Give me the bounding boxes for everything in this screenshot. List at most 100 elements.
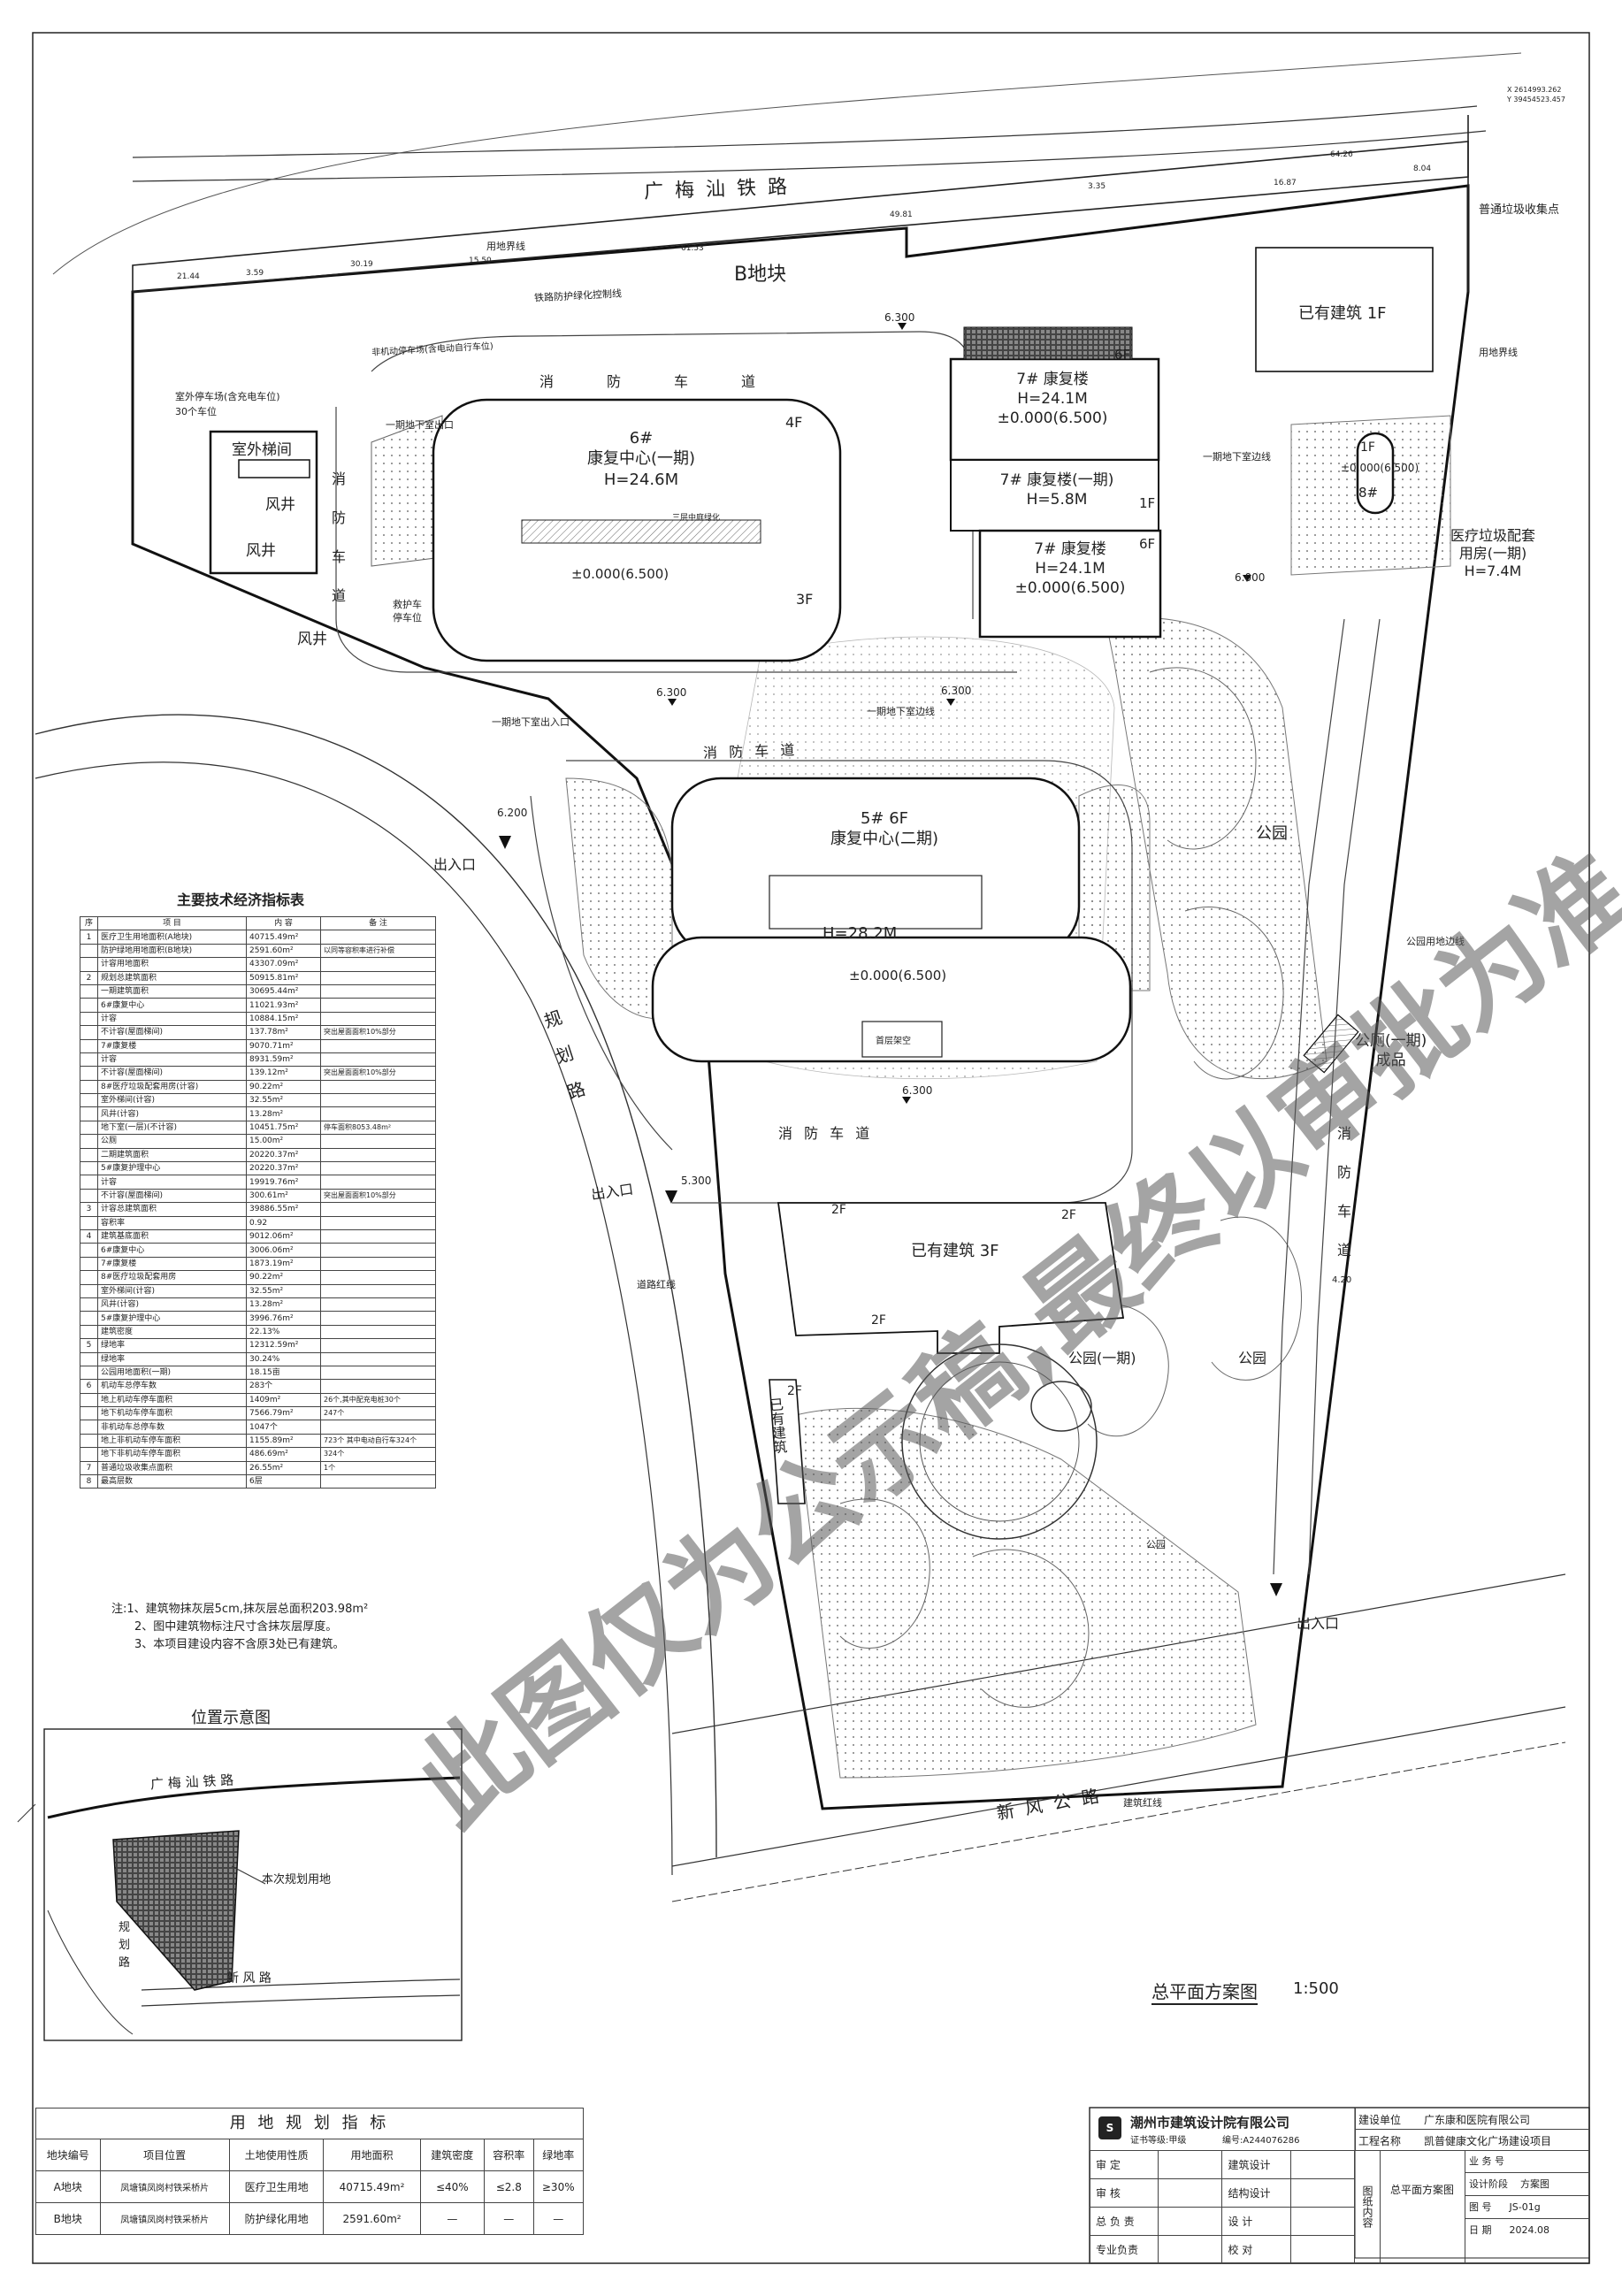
park-circle: [901, 1343, 1098, 1540]
location-site-area: [112, 1830, 240, 1991]
tech-table-title: 主要技术经济指标表: [177, 892, 305, 908]
project-name: 凯普健康文化广场建设项目: [1424, 2135, 1552, 2147]
tech-table-row: 8#医疗垃圾配套用房(计容)90.22m²: [80, 1079, 436, 1095]
tech-table-header-cell: 序: [80, 915, 98, 931]
existing-north-label: 已有建筑 1F: [1298, 304, 1387, 323]
wind-well-label-1: 风井: [265, 496, 295, 514]
tech-table-header-cell: 内 容: [246, 915, 321, 931]
signature-row: 专业负责校 对: [1089, 2235, 1356, 2264]
fire-lane-label-west: 消防车道: [332, 471, 347, 604]
existing-building-center: [777, 1202, 1125, 1354]
existing-building-north: [1255, 247, 1434, 372]
railway-curve: [52, 52, 1522, 275]
wind-well-label-2: 风井: [246, 542, 276, 560]
entry-marker-2: [665, 1190, 677, 1204]
building-8-desc: 医疗垃圾配套 用房(一期) H=7.4M: [1450, 527, 1536, 579]
drawing-title: 总平面方案图: [1151, 1978, 1258, 2005]
south-park-landscape: [795, 1407, 1257, 1779]
title-block: S 潮州市建筑设计院有限公司 证书等级:甲级 编号:A244076286 建设单…: [1089, 2108, 1590, 2264]
tech-table-row: 室外梯间(计容)32.55m²: [80, 1093, 436, 1108]
signature-row: 总 负 责设 计: [1089, 2207, 1356, 2236]
building-5-elevation: ±0.000(6.500): [849, 968, 947, 983]
railway-line-1: [132, 105, 1478, 158]
building-7b: [950, 459, 1159, 532]
building-6-elevation: ±0.000(6.500): [571, 566, 669, 582]
garbage-point-label: 普通垃圾收集点: [1479, 203, 1560, 217]
entry-label-3: 出入口: [1297, 1615, 1340, 1632]
building-8-label: 8#: [1358, 485, 1379, 501]
client-name: 广东康和医院有限公司: [1424, 2114, 1531, 2126]
existing-center-label: 已有建筑 3F: [911, 1242, 999, 1260]
site-boundary: [131, 184, 1470, 1810]
outdoor-stair-label: 室外梯间: [232, 441, 292, 459]
outdoor-stair-room: [209, 430, 318, 575]
drawing-number: JS-01g: [1509, 2201, 1541, 2213]
fire-lane-label-2: 消 防 车 道: [778, 1125, 874, 1142]
landuse-table-wrap: 用 地 规 划 指 标 地块编号项目位置土地使用性质用地面积建筑密度容积率绿地率…: [35, 2108, 584, 2235]
notes: 注:1、建筑物抹灰层5cm,抹灰层总面积203.98m² 2、图中建筑物标注尺寸…: [111, 1603, 369, 1651]
signature-row: 审 定建筑设计: [1089, 2150, 1356, 2179]
park-label-2: 公园: [1238, 1350, 1267, 1366]
sheet-border: [32, 32, 1590, 2264]
building-8: [1356, 432, 1395, 515]
fire-lane-label-east: 消防车道: [1337, 1125, 1352, 1259]
xinfeng-road-edge-2: [671, 1706, 1566, 1867]
park-phase1-label: 公园(一期): [1068, 1350, 1136, 1366]
building-7b-label: 7# 康复楼(一期)H=5.8M: [999, 471, 1114, 509]
block-b-label: B地块: [734, 264, 787, 286]
drawing-content: 总平面方案图: [1389, 2184, 1454, 2196]
location-map-title: 位置示意图: [191, 1709, 271, 1727]
plan-road-edge-2: [34, 762, 673, 1876]
fire-lane-label-1: 消 防 车 道: [702, 741, 799, 762]
park-contours: [839, 667, 1302, 1708]
tech-table-header-cell: 项 目: [97, 915, 247, 931]
entry-marker-1: [499, 836, 511, 849]
drawing-scale: 1:500: [1293, 1979, 1339, 1998]
fire-lane-label-north: 消防车道: [539, 373, 809, 390]
entry-marker-3: [1270, 1583, 1282, 1596]
wind-well-label-3: 风井: [297, 631, 327, 648]
location-map-frame: [43, 1728, 463, 2041]
drawing-date: 2024.08: [1509, 2224, 1550, 2236]
entry-label-1: 出入口: [433, 856, 477, 873]
toilet-building: [1303, 1014, 1359, 1074]
company-logo-icon: S: [1098, 2116, 1121, 2139]
plan-road-edge-1: [34, 714, 717, 1858]
park-label-1: 公园: [1256, 824, 1288, 843]
building-7a: [949, 357, 1160, 462]
green-area: [371, 415, 443, 567]
